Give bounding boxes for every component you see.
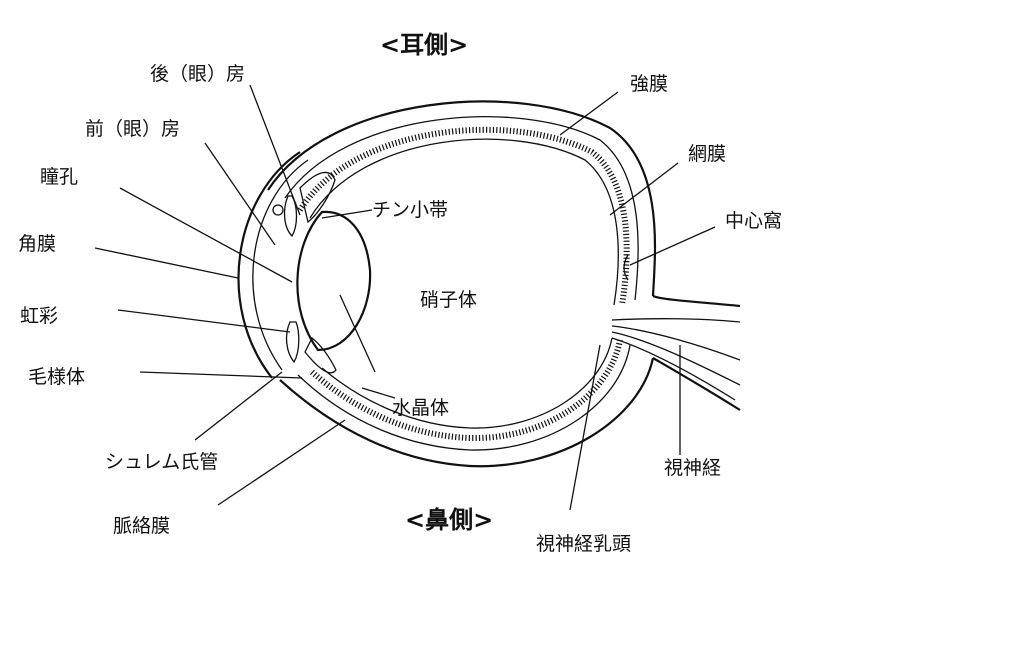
retina-inner [309,138,619,429]
label-retina: 網膜 [688,143,726,165]
label-fovea: 中心窩 [725,210,782,232]
label-vitreous: 硝子体 [420,289,477,311]
label-iris: 虹彩 [20,305,58,327]
label-ciliary-body: 毛様体 [28,366,85,388]
label-anterior-chamber: 前（眼）房 [85,118,180,140]
retina-hatch [297,126,630,442]
label-pupil: 瞳孔 [40,166,78,188]
label-choroid: 脈絡膜 [113,515,170,537]
eyeball [267,100,657,468]
cornea [237,151,309,379]
lens [296,210,372,352]
optic-nerve [611,294,741,411]
fovea-dip [623,254,629,281]
label-optic-nerve: 視神経 [664,457,721,479]
ciliary-body [299,171,337,374]
label-posterior-chamber: 後（眼）房 [150,63,245,85]
leader-lines [94,84,716,511]
label-cornea: 角膜 [18,233,56,255]
choroid-layer [284,116,639,451]
label-sclera: 強膜 [630,73,668,95]
label-zonule: チン小帯 [372,199,448,221]
label-lens: 水晶体 [392,397,449,419]
label-optic-disc: 視神経乳頭 [536,533,631,555]
label-schlemm-canal: シュレム氏管 [105,451,218,473]
sclera-outline [267,100,657,468]
heading-temporal-side: <耳側> [380,31,468,59]
heading-nasal-side: <鼻側> [405,506,493,534]
schlemm-canal-marker [272,204,284,216]
